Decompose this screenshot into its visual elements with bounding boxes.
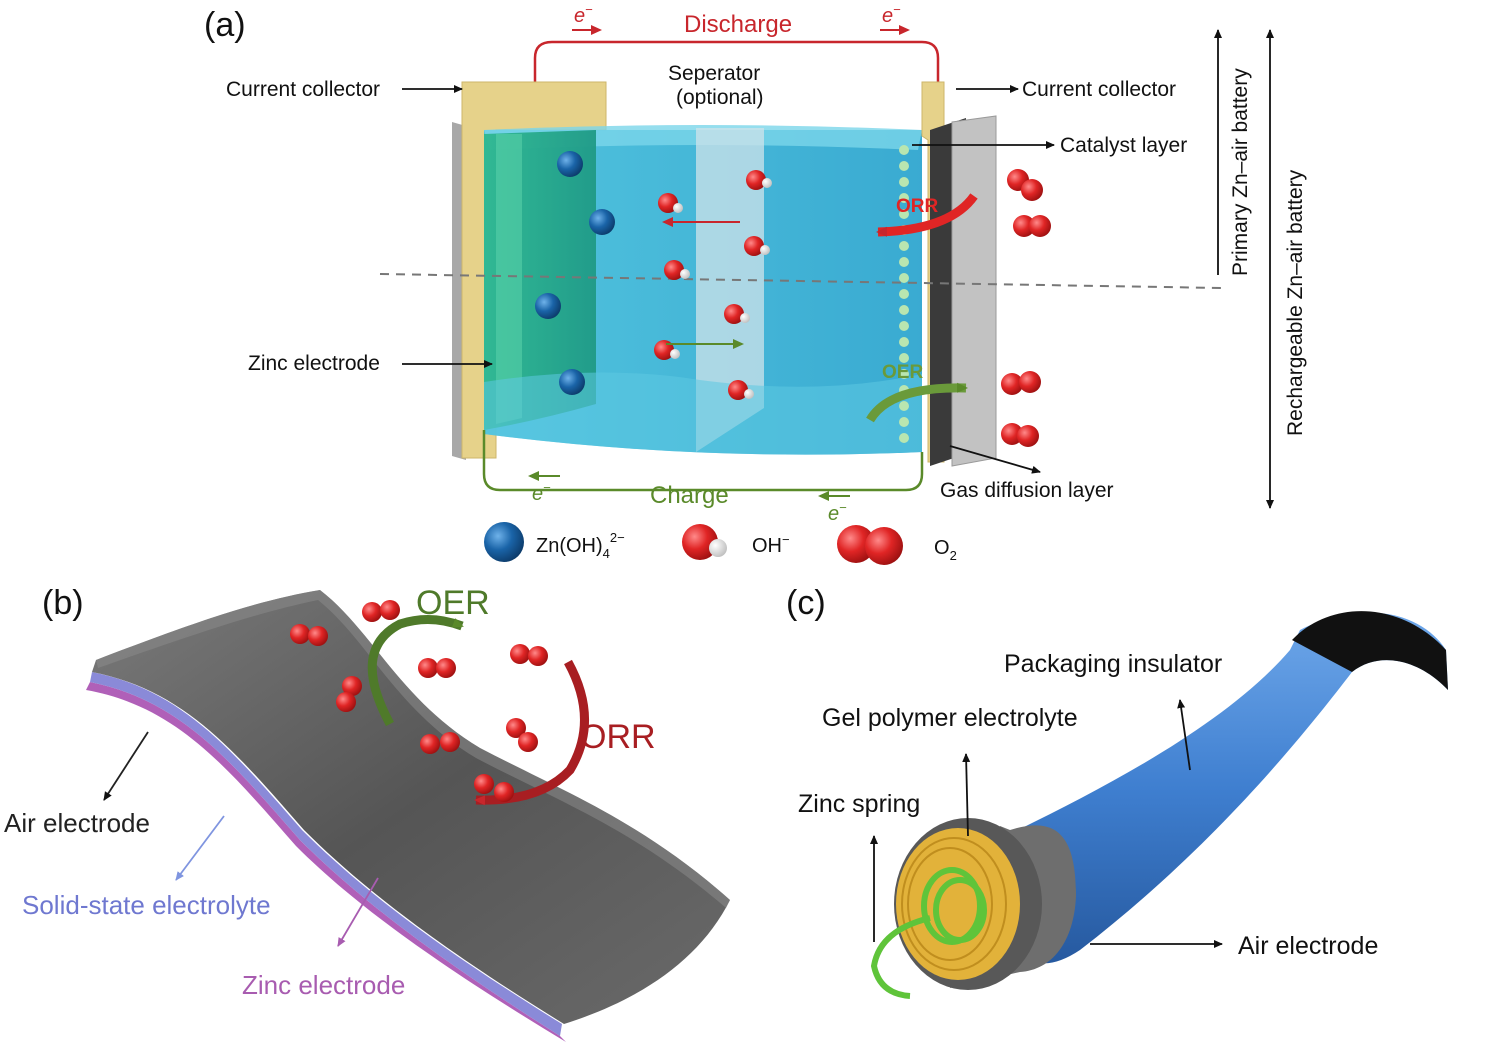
gel-electrolyte-ring — [896, 828, 1020, 980]
solid-electrolyte-label: Solid-state electrolyte — [22, 890, 271, 920]
svg-text:e−: e− — [574, 2, 593, 27]
discharge-label: Discharge — [684, 11, 792, 38]
svg-text:e−: e− — [532, 480, 551, 505]
separator-label-line2: (optional) — [676, 86, 764, 109]
panel-a-label: (a) — [204, 6, 246, 44]
current-collector-right-label: Current collector — [1022, 78, 1176, 101]
packaging-insulator-label: Packaging insulator — [1004, 650, 1222, 678]
current-collector-left-label: Current collector — [226, 78, 380, 101]
primary-battery-label: Primary Zn–air battery — [1229, 68, 1252, 276]
separator-membrane — [696, 128, 764, 452]
panel-c-label: (c) — [786, 584, 826, 622]
catalyst-layer-beads — [899, 145, 909, 443]
legend: Zn(OH)42− OH− O2 — [484, 522, 957, 565]
oer-arrow-b — [367, 614, 464, 727]
packaging-insulator-tube — [1018, 612, 1448, 964]
discharge-electron-left: e− — [572, 2, 602, 35]
rechargeable-battery-label: Rechargeable Zn–air battery — [1284, 169, 1307, 436]
tube-end-cap — [1292, 611, 1448, 690]
legend-hydroxide-text: OH− — [752, 532, 790, 557]
oer-arrow-a — [866, 382, 968, 423]
panel-a: (a) Discharge e− e− — [204, 2, 1307, 565]
gel-electrolyte-label: Gel polymer electrolyte — [822, 704, 1078, 732]
legend-oxygen-swatch — [837, 525, 903, 565]
legend-zincate-swatch — [484, 522, 524, 562]
charge-electron-left: e− — [528, 471, 560, 505]
panel-c: (c) Packaging insulator Gel polymer elec… — [786, 584, 1448, 999]
discharge-circuit — [533, 40, 940, 82]
charge-label: Charge — [650, 482, 729, 509]
charge-circuit — [482, 430, 924, 492]
primary-rechargeable-divider — [379, 273, 1223, 289]
oxygen-molecules-b — [290, 600, 548, 802]
gas-diffusion-layer-label: Gas diffusion layer — [940, 479, 1114, 502]
zinc-spring-label: Zinc spring — [798, 790, 920, 818]
orr-label-a: ORR — [896, 196, 939, 217]
discharge-electron-right: e− — [880, 2, 910, 35]
zinc-electrode-label-a: Zinc electrode — [248, 352, 380, 375]
solid-electrolyte-layer — [90, 672, 562, 1036]
zincate-ions — [535, 151, 615, 395]
charge-electron-right: e− — [818, 491, 850, 525]
orr-label-b: ORR — [580, 718, 656, 756]
panel-b: (b) OER ORR Air electrode Solid-state el… — [4, 584, 730, 1042]
svg-text:e−: e− — [882, 2, 901, 27]
legend-hydroxide-swatch — [682, 524, 727, 560]
hydroxide-ions — [654, 170, 772, 400]
zinc-spring-coil — [870, 867, 987, 999]
svg-text:e−: e− — [828, 500, 847, 525]
zinc-electrode-label-b: Zinc electrode — [242, 970, 405, 1000]
oxygen-molecules-a — [1001, 169, 1051, 447]
catalyst-layer-label: Catalyst layer — [1060, 134, 1187, 157]
legend-oxygen-text: O2 — [934, 537, 957, 563]
oer-label-a: OER — [882, 362, 923, 383]
air-electrode-sheet — [92, 590, 730, 1024]
orr-arrow-a — [876, 193, 978, 237]
air-electrode-label-b: Air electrode — [4, 808, 150, 838]
air-backplate — [951, 115, 997, 467]
oer-label-b: OER — [416, 584, 490, 622]
legend-zincate-text: Zn(OH)42− — [536, 530, 625, 561]
air-electrode-label-c: Air electrode — [1238, 932, 1378, 960]
panel-b-label: (b) — [42, 584, 84, 622]
separator-label-line1: Seperator — [668, 62, 760, 85]
